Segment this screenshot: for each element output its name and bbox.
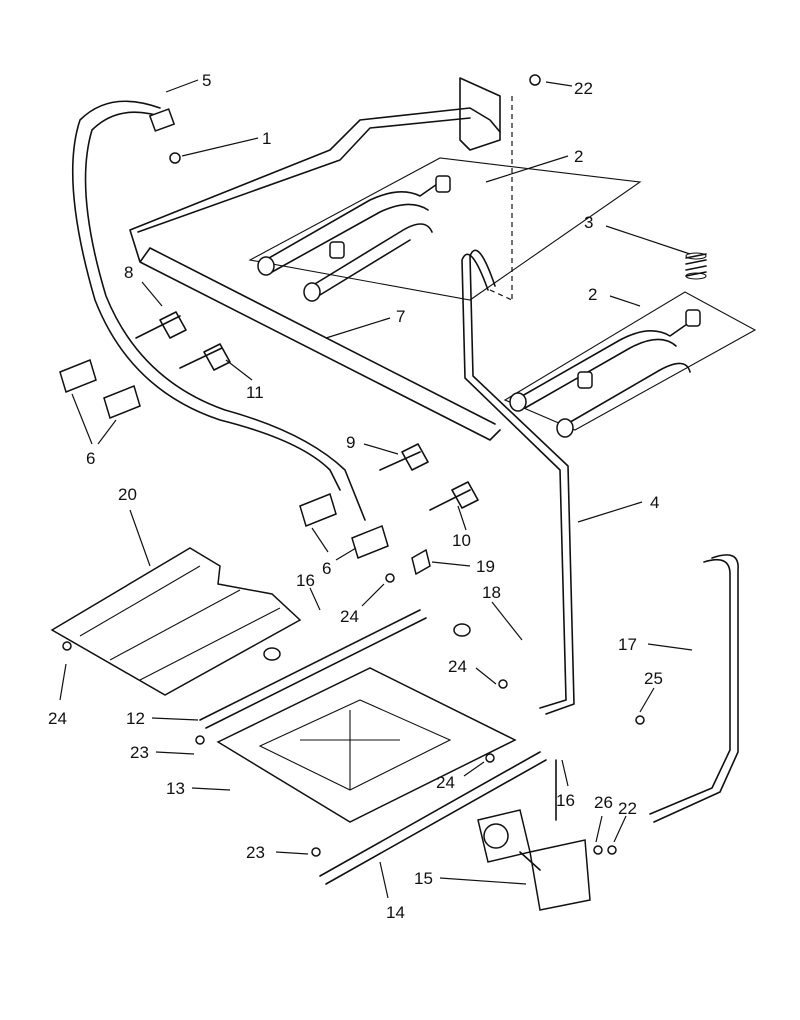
callout-10: 10 (452, 531, 471, 550)
callout-22: 22 (618, 799, 637, 818)
callout-22: 22 (574, 79, 593, 98)
spring-part (685, 252, 707, 280)
callout-26: 26 (594, 793, 613, 812)
callout-24: 24 (436, 773, 455, 792)
callout-2: 2 (588, 285, 597, 304)
callout-1: 1 (262, 129, 271, 148)
callout-12: 12 (126, 709, 145, 728)
callout-19: 19 (476, 557, 495, 576)
broil-burner-part (199, 609, 547, 885)
burner-valve-part (135, 311, 479, 511)
callout-18: 18 (482, 583, 501, 602)
callout-24: 24 (48, 709, 67, 728)
callout-11: 11 (246, 383, 264, 402)
manifold-frame-part (129, 77, 513, 441)
callout-13: 13 (166, 779, 185, 798)
callout-15: 15 (414, 869, 433, 888)
lower-burner-part (503, 291, 757, 438)
callout-20: 20 (118, 485, 137, 504)
igniter-bracket-part (59, 358, 389, 560)
gas-tube-part (461, 249, 739, 823)
callout-8: 8 (124, 263, 133, 282)
wire-harness-part (71, 100, 366, 521)
callout-24: 24 (448, 657, 467, 676)
heat-shield-part (50, 547, 302, 696)
leader-lines (59, 79, 693, 899)
callout-3: 3 (584, 213, 593, 232)
callout-2: 2 (574, 147, 583, 166)
callout-4: 4 (650, 493, 659, 512)
callout-23: 23 (246, 843, 265, 862)
callout-6: 6 (322, 559, 331, 578)
callout-23: 23 (130, 743, 149, 762)
callout-14: 14 (386, 903, 405, 922)
callout-24: 24 (340, 607, 359, 626)
callout-16: 16 (556, 791, 575, 810)
callout-5: 5 (202, 71, 211, 90)
callout-9: 9 (346, 433, 355, 452)
callout-labels: 5 22 1 2 3 2 8 7 11 6 9 4 10 20 6 19 16 … (48, 71, 663, 922)
callout-16: 16 (296, 571, 315, 590)
safety-valve-part (477, 759, 591, 911)
callout-25: 25 (644, 669, 663, 688)
screw-part (62, 74, 645, 857)
callout-17: 17 (618, 635, 637, 654)
callout-7: 7 (396, 307, 405, 326)
upper-burner-part (248, 157, 642, 302)
callout-6: 6 (86, 449, 95, 468)
